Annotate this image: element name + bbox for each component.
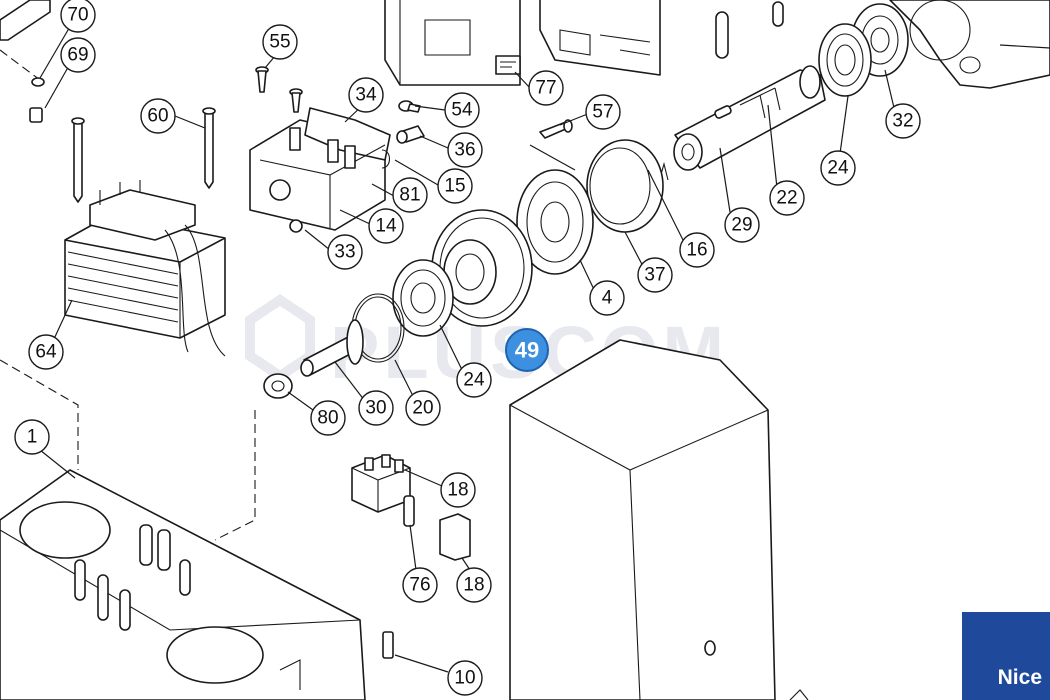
svg-text:64: 64: [35, 342, 57, 363]
callout-24-lower: 24: [456, 362, 492, 398]
callout-15: 15: [437, 168, 473, 204]
callout-14: 14: [368, 208, 404, 244]
part-terminal-block-18: [351, 454, 411, 513]
callout-64: 64: [28, 334, 64, 370]
part-bracket-70: [0, 0, 51, 41]
callout-32: 32: [885, 103, 921, 139]
svg-text:4: 4: [602, 288, 613, 309]
callout-80: 80: [310, 400, 346, 436]
svg-text:76: 76: [409, 575, 430, 596]
svg-text:37: 37: [644, 265, 665, 286]
callout-34: 34: [348, 77, 384, 113]
callout-57: 57: [585, 94, 621, 130]
svg-text:1: 1: [27, 427, 38, 448]
part-pin-36: [396, 125, 425, 144]
svg-text:16: 16: [686, 240, 707, 261]
callout-22: 22: [769, 180, 805, 216]
callout-29: 29: [724, 207, 760, 243]
part-screws-55: [255, 66, 303, 113]
part-pin-76: [403, 495, 415, 527]
callout-60: 60: [140, 98, 176, 134]
callout-77: 77: [528, 70, 564, 106]
callout-18-upper: 18: [440, 472, 476, 508]
callout-54: 54: [444, 92, 480, 128]
part-encoder-4: [516, 169, 594, 275]
svg-text:34: 34: [355, 85, 377, 106]
svg-text:24: 24: [827, 158, 849, 179]
callout-20: 20: [405, 390, 441, 426]
svg-text:10: 10: [454, 668, 475, 689]
brand-logo-box: [962, 612, 1050, 700]
callout-30: 30: [358, 390, 394, 426]
part-screw-54: [398, 100, 421, 113]
callout-24-upper: 24: [820, 150, 856, 186]
callout-4: 4: [589, 280, 625, 316]
callout-70: 70: [60, 0, 96, 33]
svg-text:29: 29: [731, 215, 752, 236]
callout-36: 36: [447, 132, 483, 168]
svg-text:30: 30: [365, 398, 386, 419]
svg-text:33: 33: [334, 242, 355, 263]
callout-16: 16: [679, 232, 715, 268]
svg-text:80: 80: [317, 408, 338, 429]
brand-logo-text: Nice: [997, 666, 1042, 689]
svg-text:81: 81: [399, 185, 420, 206]
callout-33: 33: [327, 234, 363, 270]
part-shaft-30: [300, 319, 364, 377]
callout-81: 81: [392, 177, 428, 213]
callout-76: 76: [402, 567, 438, 603]
svg-text:20: 20: [412, 398, 433, 419]
part-bearing-24-upper: [818, 23, 872, 97]
highlighted-callout-label: 49: [515, 338, 539, 363]
part-screw-10: [382, 631, 394, 659]
callout-18-lower: 18: [456, 567, 492, 603]
part-screw-69: [29, 77, 45, 123]
part-transformer-64: [64, 180, 226, 357]
part-control-box-77: [384, 0, 661, 86]
part-base-housing-1: [0, 469, 366, 700]
part-shaft-29: [673, 65, 826, 171]
part-clip-18: [439, 513, 471, 561]
part-cover: [509, 339, 809, 700]
part-bearing-24-middle: [392, 259, 454, 337]
highlighted-callout-49[interactable]: 49: [505, 328, 549, 372]
svg-text:69: 69: [67, 45, 88, 66]
callout-10: 10: [447, 660, 483, 696]
svg-text:14: 14: [375, 216, 397, 237]
part-screw-57: [539, 119, 573, 139]
callout-69: 69: [60, 37, 96, 73]
svg-text:54: 54: [451, 100, 473, 121]
svg-text:60: 60: [147, 106, 168, 127]
callout-labels: 70 69 55 34 60 54 36 15 81 14 33 64 77 5…: [14, 0, 921, 696]
part-motor-flange: [889, 0, 1050, 89]
part-screws-60: [71, 107, 216, 203]
svg-text:55: 55: [269, 32, 290, 53]
svg-text:32: 32: [892, 111, 913, 132]
svg-text:18: 18: [463, 575, 484, 596]
part-pins-top: [715, 1, 784, 59]
part-limit-switch-assembly: [249, 107, 391, 233]
callout-37: 37: [637, 257, 673, 293]
part-washer-80: [263, 373, 293, 399]
svg-text:15: 15: [444, 176, 465, 197]
svg-text:57: 57: [592, 102, 613, 123]
callout-1: 1: [14, 419, 50, 455]
svg-text:36: 36: [454, 140, 475, 161]
svg-text:22: 22: [776, 188, 797, 209]
part-ring-37: [586, 139, 664, 233]
svg-text:70: 70: [67, 5, 88, 26]
svg-text:18: 18: [447, 480, 468, 501]
callout-55: 55: [262, 24, 298, 60]
svg-text:24: 24: [463, 370, 485, 391]
svg-text:77: 77: [535, 78, 556, 99]
part-gear-49: [431, 209, 533, 327]
